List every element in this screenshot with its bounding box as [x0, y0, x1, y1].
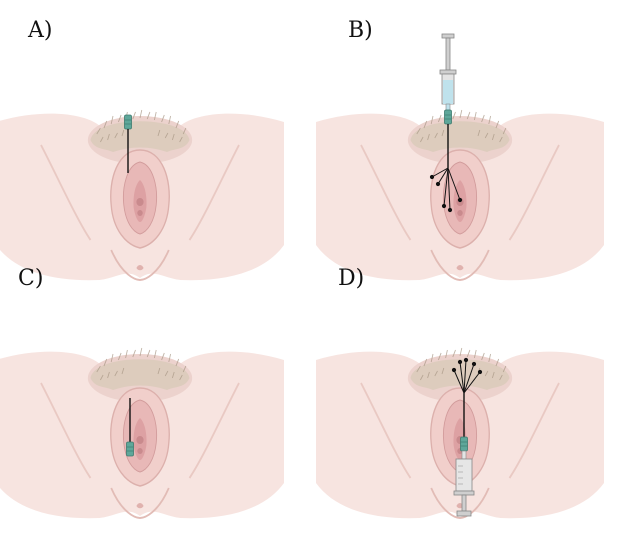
panel-label-a: A): [28, 18, 53, 43]
syringe-icon: [453, 450, 475, 517]
injection-fan-icon: [429, 167, 463, 213]
injection-fan-icon: [451, 357, 483, 394]
panel-d: [315, 347, 605, 520]
panel-label-b: B): [348, 18, 373, 43]
panel-label-c: C): [18, 266, 44, 291]
panel-label-d: D): [338, 266, 365, 291]
panel-b: [315, 33, 605, 282]
panel-c: [0, 347, 285, 520]
panel-a: [0, 109, 285, 282]
syringe-icon: [439, 33, 457, 111]
